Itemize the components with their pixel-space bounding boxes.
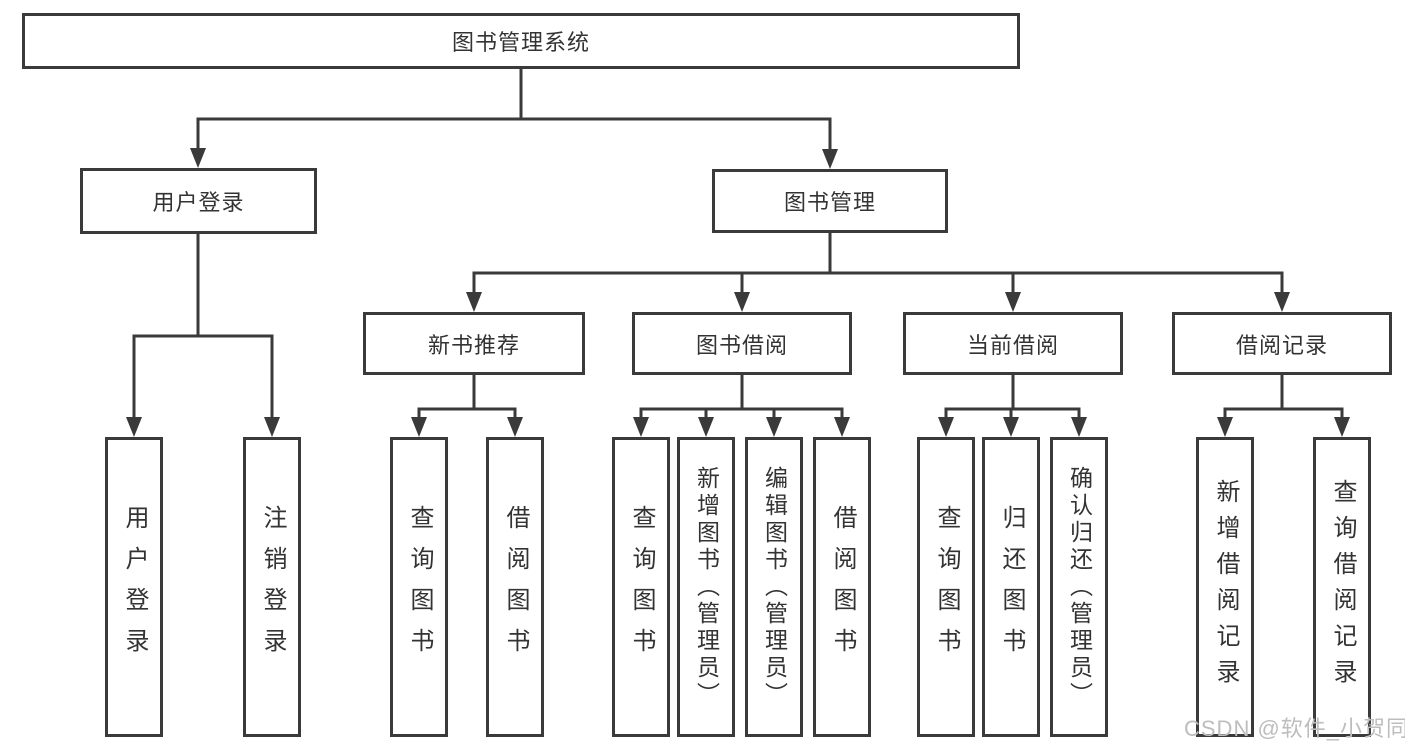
- node-borrow-records: 借阅记录: [1172, 312, 1392, 375]
- arrowhead-down-icon: [1334, 417, 1350, 437]
- arrowhead-down-icon: [938, 417, 954, 437]
- node-label: 借阅图书: [502, 505, 529, 669]
- arrowhead-down-icon: [734, 292, 750, 312]
- node-library-management-system: 图书管理系统: [22, 13, 1020, 69]
- node-label: 确认归还（管理员）: [1066, 465, 1093, 709]
- node-label: 查询图书: [933, 505, 960, 669]
- node-label: 借阅图书: [829, 505, 856, 669]
- leaf-edit-books-admin: 编辑图书（管理员）: [745, 437, 803, 737]
- leaf-add-books-admin: 新增图书（管理员）: [677, 437, 735, 737]
- node-label: 新增图书（管理员）: [693, 465, 720, 709]
- leaf-confirm-return-admin: 确认归还（管理员）: [1050, 437, 1108, 737]
- node-label: 借阅记录: [1235, 332, 1328, 358]
- node-label: 当前借阅: [966, 332, 1059, 358]
- watermark: CSDN @软件_小贺同学: [1184, 716, 1405, 741]
- node-new-book-recommend: 新书推荐: [363, 312, 585, 375]
- leaf-logout: 注销登录: [243, 437, 301, 737]
- node-label: 新书推荐: [427, 332, 520, 358]
- arrowhead-down-icon: [698, 417, 714, 437]
- node-user-login: 用户登录: [80, 168, 317, 234]
- node-label: 查询图书: [628, 505, 655, 669]
- arrowhead-down-icon: [834, 417, 850, 437]
- leaf-user-login: 用户登录: [105, 437, 163, 737]
- arrowhead-down-icon: [1274, 292, 1290, 312]
- arrowhead-down-icon: [633, 417, 649, 437]
- leaf-return-books: 归还图书: [982, 437, 1040, 737]
- node-label: 用户登录: [121, 505, 148, 669]
- node-label: 图书管理系统: [451, 30, 590, 55]
- arrowhead-down-icon: [1003, 417, 1019, 437]
- node-label: 查询图书: [406, 505, 433, 669]
- arrowhead-down-icon: [264, 417, 280, 437]
- node-current-borrow: 当前借阅: [903, 312, 1123, 375]
- arrowhead-down-icon: [1005, 292, 1021, 312]
- arrowhead-down-icon: [822, 149, 838, 169]
- node-label: 图书管理: [783, 190, 876, 215]
- leaf-query-books-2: 查询图书: [612, 437, 670, 737]
- arrowhead-down-icon: [466, 292, 482, 312]
- leaf-query-books-1: 查询图书: [390, 437, 448, 737]
- node-label: 用户登录: [152, 190, 245, 215]
- arrowhead-down-icon: [126, 417, 142, 437]
- node-label: 编辑图书（管理员）: [761, 465, 788, 709]
- leaf-borrow-books-2: 借阅图书: [813, 437, 871, 737]
- arrowhead-down-icon: [1071, 417, 1087, 437]
- node-label: 注销登录: [259, 505, 286, 669]
- arrowhead-down-icon: [507, 417, 523, 437]
- connector-lines: [132, 69, 1344, 421]
- node-label: 图书借阅: [695, 332, 788, 358]
- arrowhead-down-icons: [126, 148, 1350, 437]
- arrowhead-down-icon: [190, 148, 206, 168]
- node-label: 新增借阅记录: [1212, 479, 1239, 695]
- leaf-query-books-3: 查询图书: [917, 437, 975, 737]
- node-book-management: 图书管理: [712, 169, 948, 233]
- leaf-add-borrow-record: 新增借阅记录: [1196, 437, 1254, 737]
- node-label: 归还图书: [998, 505, 1025, 669]
- node-book-borrow: 图书借阅: [632, 312, 852, 375]
- arrowhead-down-icon: [1217, 417, 1233, 437]
- leaf-borrow-books-1: 借阅图书: [486, 437, 544, 737]
- node-label: 查询借阅记录: [1329, 479, 1356, 695]
- arrowhead-down-icon: [766, 417, 782, 437]
- leaf-query-borrow-record: 查询借阅记录: [1313, 437, 1371, 737]
- arrowhead-down-icon: [411, 417, 427, 437]
